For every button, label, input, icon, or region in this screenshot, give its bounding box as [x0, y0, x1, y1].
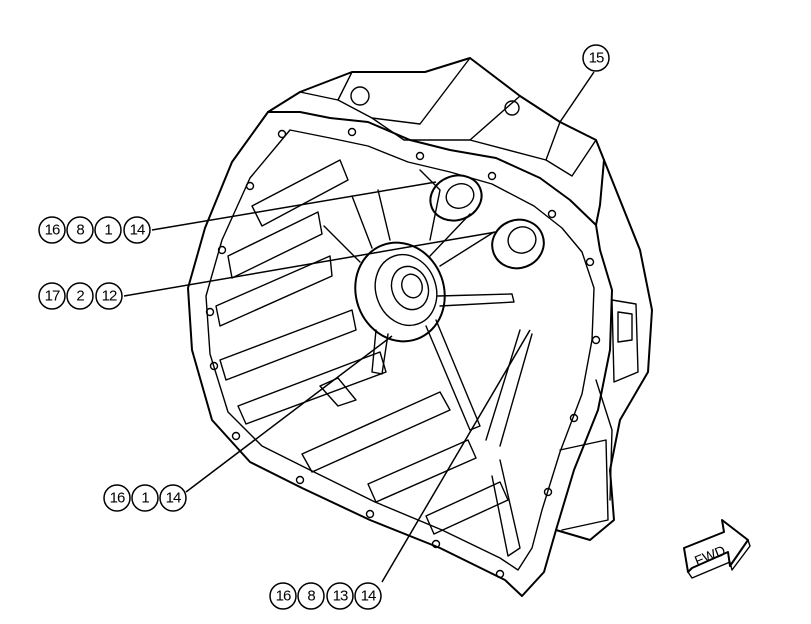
callout-number: 8	[307, 588, 315, 605]
callout-number: 13	[333, 588, 348, 605]
callout-number: 8	[76, 222, 84, 239]
callout-number: 16	[45, 222, 60, 239]
callout-number: 15	[589, 50, 604, 67]
callout-15: 15	[582, 44, 610, 72]
callout-number: 14	[361, 588, 376, 605]
callout-number: 14	[166, 490, 181, 507]
housing-drawing	[187, 57, 653, 597]
callout-number: 12	[102, 288, 117, 305]
callout-number: 16	[276, 588, 291, 605]
center-bearing-boss	[354, 241, 446, 343]
callout-16-8-13-14: 16 8 13 14	[269, 582, 382, 610]
callout-number: 1	[141, 490, 149, 507]
callout-number: 14	[130, 222, 145, 239]
callout-16-1-14: 16 1 14	[103, 484, 187, 512]
callout-number: 17	[45, 288, 60, 305]
callout-16-8-1-14: 16 8 1 14	[38, 216, 151, 244]
callout-number: 1	[104, 222, 112, 239]
fwd-arrow-icon: FWD	[683, 519, 751, 579]
flange-bolt-holes	[205, 127, 601, 579]
callout-number: 16	[110, 490, 125, 507]
leader-lines	[123, 71, 595, 583]
callout-number: 2	[76, 288, 84, 305]
callout-17-2-12: 17 2 12	[38, 282, 123, 310]
